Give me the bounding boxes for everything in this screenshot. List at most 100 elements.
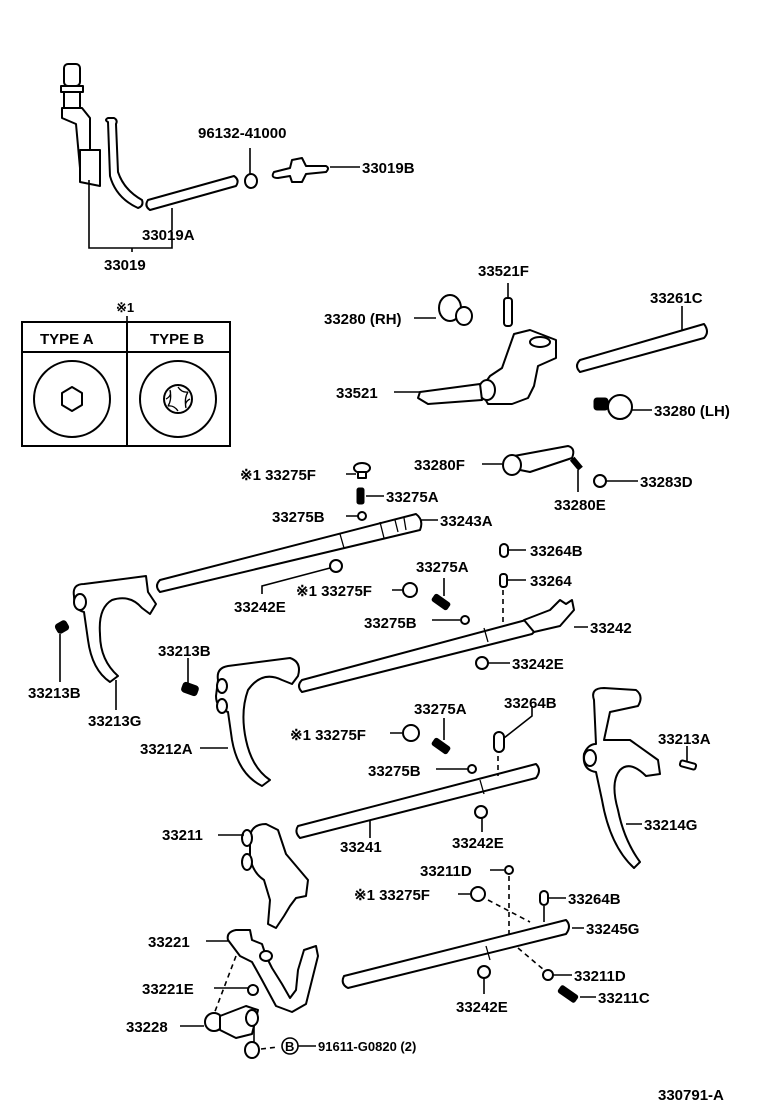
snap-ring-1: [329, 559, 343, 573]
callout-33211: 33211: [162, 827, 203, 844]
callout-33264B-1: 33264B: [530, 543, 583, 560]
bolt-marker-b-label: B: [285, 1039, 294, 1054]
shift-fork-shaft-no2-part: [298, 599, 575, 693]
callout-33242: 33242: [590, 620, 632, 637]
callout-33213A: 33213A: [658, 731, 711, 748]
diagram-code: 330791-A: [658, 1087, 724, 1104]
callout-33275A-3: 33275A: [414, 701, 467, 718]
callout-33264: 33264: [530, 573, 572, 590]
spring-3: [431, 737, 451, 755]
callout-33243A: 33243A: [440, 513, 493, 530]
callout-33275B-3: 33275B: [368, 763, 421, 780]
fork-pin-part: [678, 759, 698, 771]
spring-2: [431, 593, 451, 611]
spring-4: [557, 985, 579, 1003]
ball-3: [467, 764, 477, 774]
lock-ball-plug-1: [353, 462, 371, 479]
lock-ball-plug-2: [402, 582, 418, 598]
restrict-pin-part: [502, 445, 607, 488]
legend-type-a-label: TYPE A: [40, 331, 94, 348]
callout-33521: 33521: [336, 385, 378, 402]
callout-33242E-1: 33242E: [234, 599, 286, 616]
fork-bolt-1: [54, 620, 70, 634]
callout-33521F: 33521F: [478, 263, 529, 280]
spring-pin-part: [503, 297, 513, 327]
shift-head-part: [241, 823, 309, 929]
fork-bolt-2: [181, 681, 199, 697]
lever-shaft-part: [576, 323, 708, 373]
callout-33280-rh: 33280 (RH): [324, 311, 402, 328]
reverse-shift-arm-part: [226, 929, 319, 1013]
callout-33275A-2: 33275A: [416, 559, 469, 576]
callout-33019A: 33019A: [142, 227, 195, 244]
callout-33241: 33241: [340, 839, 382, 856]
interlock-pin-33264B-2: [493, 731, 505, 753]
callout-33242E-4: 33242E: [456, 999, 508, 1016]
breather-hose-part: [105, 117, 144, 209]
callout-33213G: 33213G: [88, 713, 141, 730]
lock-ball-plug-4: [470, 886, 486, 902]
callout-33275F-1: ※1 33275F: [240, 467, 316, 484]
legend-note-marker: ※1: [116, 300, 134, 315]
breather-union-part: [271, 157, 329, 183]
callout-33212A: 33212A: [140, 741, 193, 758]
interlock-pin-33264B-1: [499, 543, 509, 558]
callout-33280-lh: 33280 (LH): [654, 403, 730, 420]
callout-33245G: 33245G: [586, 921, 639, 938]
callout-33019: 33019: [104, 257, 146, 274]
callout-33228: 33228: [126, 1019, 168, 1036]
callout-33221: 33221: [148, 934, 190, 951]
lock-ball-plug-3: [402, 724, 420, 742]
callout-33261C: 33261C: [650, 290, 703, 307]
callout-33211C: 33211C: [598, 990, 650, 1007]
hose-clamp-part: [244, 173, 258, 189]
interlock-pin-33211D-2: [542, 969, 554, 981]
callout-33283D: 33283D: [640, 474, 693, 491]
callout-96132-41000: 96132-41000: [198, 125, 286, 142]
interlock-pin-33264: [499, 573, 508, 588]
lever-plug-lh-part: [593, 394, 633, 420]
bolt-marker-b: B: [281, 1037, 299, 1055]
callout-91611-G0820: 91611-G0820 (2): [318, 1039, 416, 1054]
callout-33242E-2: 33242E: [512, 656, 564, 673]
shift-fork-no1-part: [582, 687, 661, 869]
callout-33275A-1: 33275A: [386, 489, 439, 506]
callout-33264B-2: 33264B: [504, 695, 557, 712]
callout-33275F-2: ※1 33275F: [296, 583, 372, 600]
snap-ring-4: [477, 965, 491, 979]
callout-33264B-3: 33264B: [568, 891, 621, 908]
bolt-type-legend: ※1 TYPE A TYPE B: [21, 300, 231, 447]
callout-33280E: 33280E: [554, 497, 606, 514]
reverse-shift-fork-part: [204, 1005, 260, 1059]
snap-ring-2: [475, 656, 489, 670]
shift-fork-shaft-no1-part: [295, 763, 540, 839]
shift-fork-no2-part: [215, 657, 300, 787]
callout-33221E: 33221E: [142, 981, 194, 998]
torx-socket-icon: [163, 384, 193, 414]
spring-1: [356, 487, 365, 505]
callout-33280F: 33280F: [414, 457, 465, 474]
callout-33213B-1: 33213B: [28, 685, 81, 702]
callout-33242E-3: 33242E: [452, 835, 504, 852]
callout-33275F-4: ※1 33275F: [354, 887, 430, 904]
callout-33211D-1: 33211D: [420, 863, 472, 880]
ball-2: [460, 615, 470, 625]
ball-1: [357, 511, 367, 521]
hex-socket-icon: [61, 386, 83, 412]
shift-fork-no3-part: [72, 575, 157, 683]
legend-type-b-label: TYPE B: [150, 331, 204, 348]
callout-33275B-1: 33275B: [272, 509, 325, 526]
interlock-pin-33264B-3: [539, 890, 549, 906]
callout-33211D-2: 33211D: [574, 968, 626, 985]
callout-33213B-2: 33213B: [158, 643, 211, 660]
shift-fork-shaft-no3-part: [156, 513, 423, 593]
callout-33214G: 33214G: [644, 817, 697, 834]
callout-33275B-2: 33275B: [364, 615, 417, 632]
callout-33275F-3: ※1 33275F: [290, 727, 366, 744]
callout-33019B: 33019B: [362, 160, 415, 177]
snap-ring-3: [474, 805, 488, 819]
breather-tube-part: [145, 175, 239, 211]
breather-plug-part: [60, 63, 101, 187]
interlock-pin-33211D-1: [504, 865, 514, 875]
